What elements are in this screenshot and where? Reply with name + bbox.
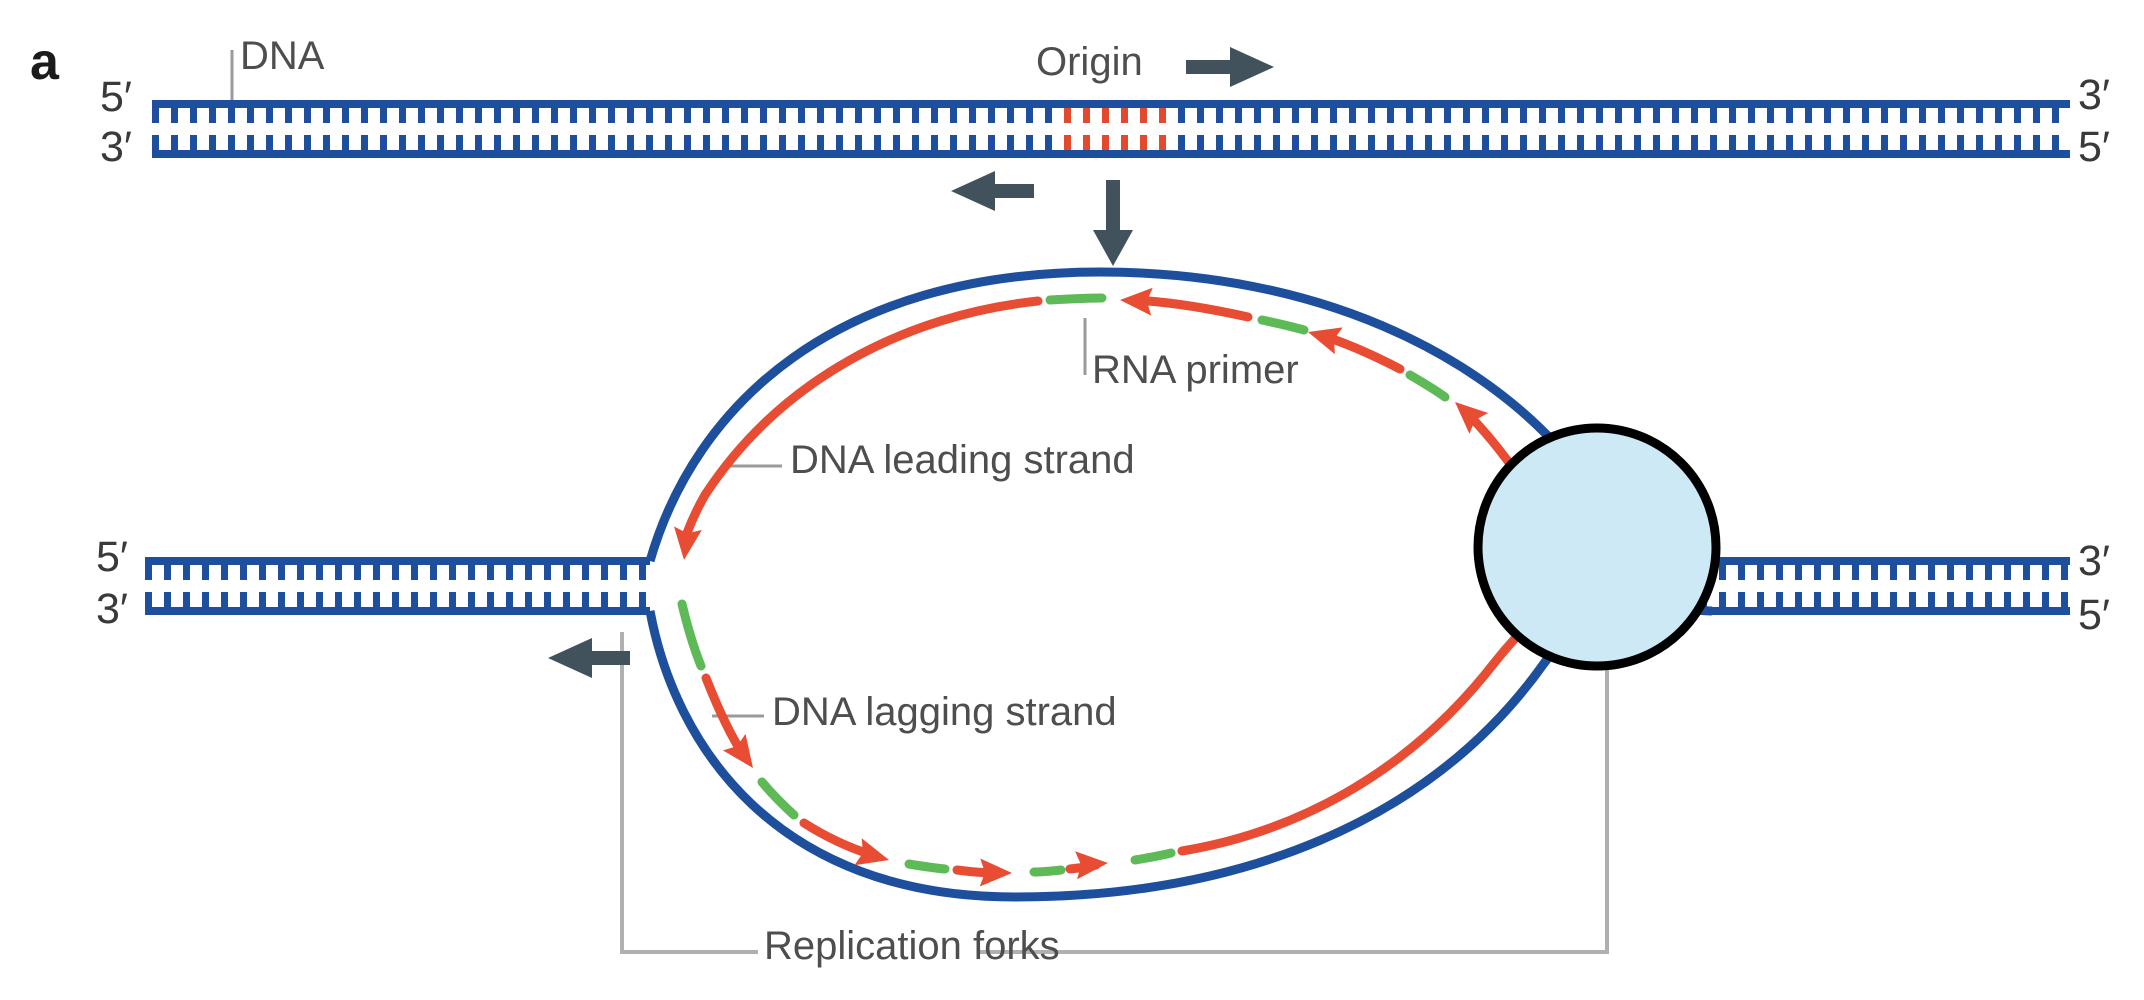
strand-arrowhead: [854, 838, 889, 866]
left-parent-dna-ladder: [145, 557, 650, 615]
panel-label: a: [30, 33, 59, 91]
dna-label: DNA: [240, 34, 325, 78]
right-parent-dna-ladder: [1700, 557, 2070, 615]
rna-primer-segment: [1257, 315, 1309, 335]
replisome-circle: [1473, 423, 1721, 671]
mid-left-3-prime-label: 3′: [96, 585, 128, 633]
okazaki-fragment: [1129, 295, 1253, 322]
rna-primer-segment: [757, 777, 799, 820]
top-right-5-prime-label: 5′: [2078, 123, 2110, 171]
strand-arrowhead: [1455, 402, 1489, 434]
forks-connector-line-left: [620, 632, 758, 954]
mid-right-5-prime-label: 5′: [2078, 591, 2110, 639]
top-left-3-prime-label: 3′: [100, 123, 132, 171]
strand-arrowhead: [1120, 287, 1153, 316]
forks-connector-line-right: [980, 670, 1609, 954]
top-left-5-prime-label: 5′: [100, 73, 132, 121]
rna-primer-segment: [1130, 848, 1176, 865]
top-right-3-prime-label: 3′: [2078, 71, 2110, 119]
strand-arrowhead: [722, 733, 753, 768]
rna-primer-segment: [1405, 370, 1450, 402]
mid-left-5-prime-label: 5′: [96, 533, 128, 581]
rna-primer-segment: [904, 859, 950, 874]
strand-arrowhead: [1075, 851, 1108, 880]
rna-primer-segment: [1045, 293, 1107, 305]
origin-label: Origin: [1036, 40, 1143, 84]
mid-right-3-prime-label: 3′: [2078, 537, 2110, 585]
unwind-down-arrow-icon: [1093, 180, 1133, 266]
fork-movement-left-arrow-icon: [548, 638, 630, 678]
dna-lagging-strand-label: DNA lagging strand: [772, 690, 1117, 734]
leading-strand-arrowhead: [674, 526, 702, 560]
strand-arrowhead: [979, 858, 1012, 887]
replication-forks-label: Replication forks: [764, 924, 1060, 968]
rna-primer-segment: [1029, 865, 1066, 877]
origin-direction-right-arrow-icon: [1186, 47, 1274, 87]
origin-direction-left-arrow-icon: [951, 171, 1034, 211]
dna-leading-strand-label: DNA leading strand: [790, 438, 1135, 482]
rna-primer-segment: [677, 599, 706, 671]
leading-strand-arc: [682, 296, 1043, 538]
strand-arrowhead: [1308, 327, 1343, 355]
origin-highlighted-rungs: [1055, 100, 1169, 158]
rna-primer-label: RNA primer: [1092, 348, 1299, 392]
